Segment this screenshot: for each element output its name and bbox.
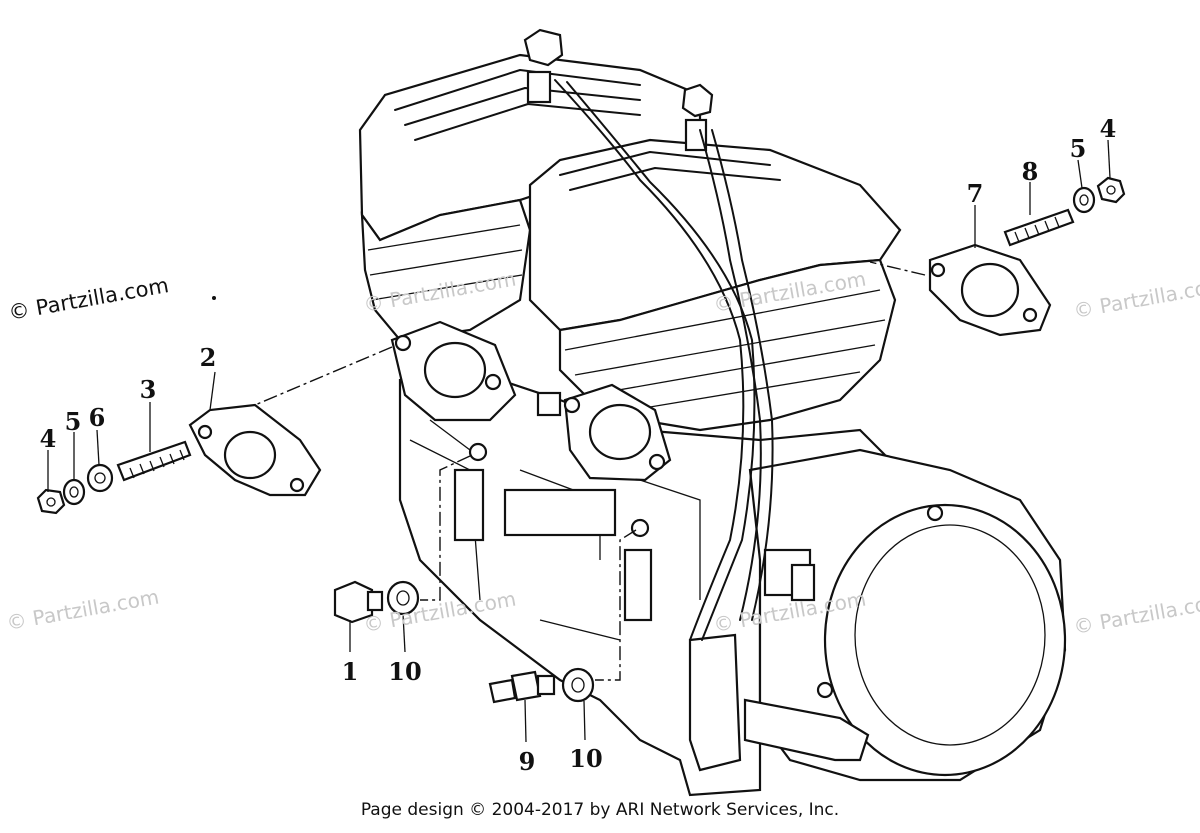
callout-1: 1 — [342, 657, 359, 686]
part-5-lock-washer-right — [1072, 186, 1096, 214]
watermark: © Partzilla.com — [1072, 272, 1200, 322]
callout-2: 2 — [200, 343, 217, 372]
callout-10-left: 10 — [388, 657, 421, 686]
part-6-washer — [86, 463, 114, 493]
callout-labels: 2 3 4 5 6 7 8 5 4 1 10 9 10 — [40, 114, 1117, 776]
leader-lines — [254, 261, 926, 681]
callout-pointers — [47, 139, 1111, 743]
stray-dot — [212, 296, 216, 300]
part-8-stud — [1003, 208, 1075, 247]
watermark: © Partzilla.com — [7, 273, 171, 325]
part-3-stud — [116, 440, 192, 482]
callout-5-right: 5 — [1070, 134, 1087, 163]
part-10-washer-right — [561, 667, 595, 703]
part-2-gasket — [188, 403, 322, 497]
callout-10-right: 10 — [569, 744, 602, 773]
callout-5-left: 5 — [65, 407, 82, 436]
copyright-footer: Page design © 2004-2017 by ARI Network S… — [360, 800, 840, 820]
callout-4-right: 4 — [1100, 114, 1117, 143]
callout-7: 7 — [967, 179, 984, 208]
part-4-nut-right — [1096, 176, 1126, 204]
callout-4-left: 4 — [40, 424, 57, 453]
part-5-lock-washer-left — [62, 478, 86, 506]
part-10-washer-left — [386, 580, 420, 616]
callout-6: 6 — [89, 403, 106, 432]
engine-assembly — [358, 28, 1067, 797]
watermark: © Partzilla.com — [1072, 588, 1200, 638]
part-7-gasket — [928, 243, 1052, 337]
part-9-sensor — [488, 670, 556, 704]
watermark: © Partzilla.com — [5, 584, 161, 634]
part-1-drain-plug — [333, 580, 384, 624]
callout-3: 3 — [140, 375, 157, 404]
part-4-nut-left — [36, 488, 66, 515]
callout-8: 8 — [1022, 157, 1039, 186]
callout-9: 9 — [519, 747, 536, 776]
